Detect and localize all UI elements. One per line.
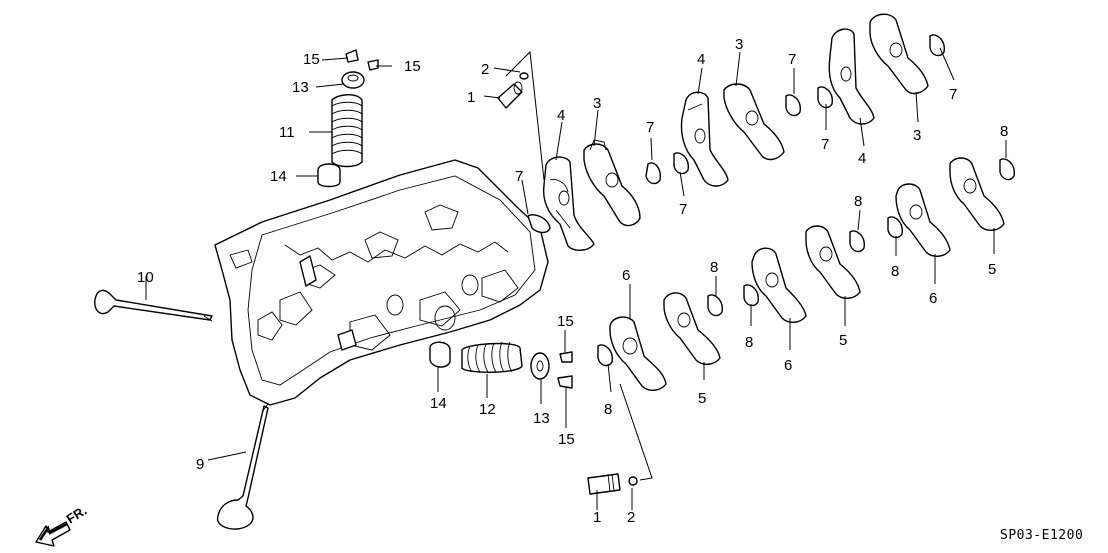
rocker-arm-5a xyxy=(663,292,721,365)
callout-4: 4 xyxy=(858,150,866,167)
callout-7: 7 xyxy=(788,51,796,68)
rocker-arm-4a xyxy=(542,156,595,251)
rocker-arm-6b xyxy=(751,247,807,323)
callout-2: 2 xyxy=(627,509,635,526)
callout-8: 8 xyxy=(891,263,899,280)
callout-7: 7 xyxy=(821,136,829,153)
callout-3: 3 xyxy=(593,95,601,112)
valve-spring-lower xyxy=(461,341,523,373)
clip-7c xyxy=(673,152,689,175)
callout-7: 7 xyxy=(515,168,523,185)
diagram-code: SP03-E1200 xyxy=(1000,528,1083,543)
callout-5: 5 xyxy=(988,261,996,278)
clip-8a xyxy=(999,158,1015,181)
clip-8d xyxy=(707,294,723,317)
leader-lines xyxy=(145,47,1007,510)
clip-7b xyxy=(645,162,662,185)
callout-8: 8 xyxy=(710,259,718,276)
front-direction-arrow: FR. xyxy=(35,503,90,547)
valve-cotter-upper xyxy=(345,49,379,71)
rocker-arm-5c xyxy=(949,157,1005,231)
callout-15: 15 xyxy=(558,431,575,448)
valve-seal-lower xyxy=(429,341,451,368)
clip-7a xyxy=(527,214,551,234)
callout-8: 8 xyxy=(745,334,753,351)
callout-9: 9 xyxy=(196,456,204,473)
rocker-arm-3c xyxy=(869,13,929,95)
callout-12: 12 xyxy=(479,401,496,418)
clip-7d xyxy=(785,94,801,117)
valve-seal-upper xyxy=(317,163,341,188)
rocker-arm-6c xyxy=(895,183,951,257)
callout-6: 6 xyxy=(929,290,937,307)
intake-valve xyxy=(217,403,269,530)
clip-8c xyxy=(887,216,903,239)
rocker-arm-4b xyxy=(680,91,729,187)
callout-8: 8 xyxy=(604,401,612,418)
callout-6: 6 xyxy=(622,267,630,284)
callout-numbers: 15 15 13 11 14 2 1 10 9 14 12 13 15 15 1… xyxy=(137,36,1008,526)
rocker-arm-4c xyxy=(828,28,875,125)
clip-8e xyxy=(743,284,759,307)
clip-7e xyxy=(817,86,833,109)
callout-10: 10 xyxy=(137,269,154,286)
clip-8b xyxy=(849,230,865,253)
front-label: FR. xyxy=(64,503,90,527)
callout-7: 7 xyxy=(949,86,957,103)
callout-15: 15 xyxy=(557,313,574,330)
callout-3: 3 xyxy=(913,127,921,144)
callout-13: 13 xyxy=(533,410,550,427)
callout-8: 8 xyxy=(854,193,862,210)
callout-5: 5 xyxy=(698,390,706,407)
callout-7: 7 xyxy=(679,201,687,218)
callout-11: 11 xyxy=(279,124,295,141)
callout-15: 15 xyxy=(303,51,320,68)
clip-8f xyxy=(597,344,613,367)
callout-6: 6 xyxy=(784,357,792,374)
callout-2: 2 xyxy=(481,61,489,78)
callout-4: 4 xyxy=(557,107,565,124)
valve-spring-upper xyxy=(331,94,363,168)
valve-retainer-lower xyxy=(530,352,550,380)
rocker-arm-3b xyxy=(723,83,785,161)
rocker-arm-3a xyxy=(583,139,641,227)
lash-adjuster-lower xyxy=(587,473,638,495)
callout-3: 3 xyxy=(735,36,743,53)
callout-15: 15 xyxy=(404,58,421,75)
callout-1: 1 xyxy=(593,509,601,526)
callout-5: 5 xyxy=(839,332,847,349)
rocker-arm-5b xyxy=(805,225,861,299)
callout-14: 14 xyxy=(270,168,287,185)
lash-adjuster-upper xyxy=(497,72,529,109)
cylinder-head xyxy=(214,159,549,406)
callout-14: 14 xyxy=(430,395,447,412)
rocker-arm-6a xyxy=(609,316,667,391)
callout-4: 4 xyxy=(697,51,705,68)
callout-1: 1 xyxy=(467,89,475,106)
callout-7: 7 xyxy=(646,119,654,136)
valve-cotter-lower xyxy=(557,351,573,389)
valve-retainer-upper xyxy=(341,71,365,89)
callout-13: 13 xyxy=(292,79,309,96)
callout-8: 8 xyxy=(1000,123,1008,140)
exhaust-valve xyxy=(94,289,213,322)
